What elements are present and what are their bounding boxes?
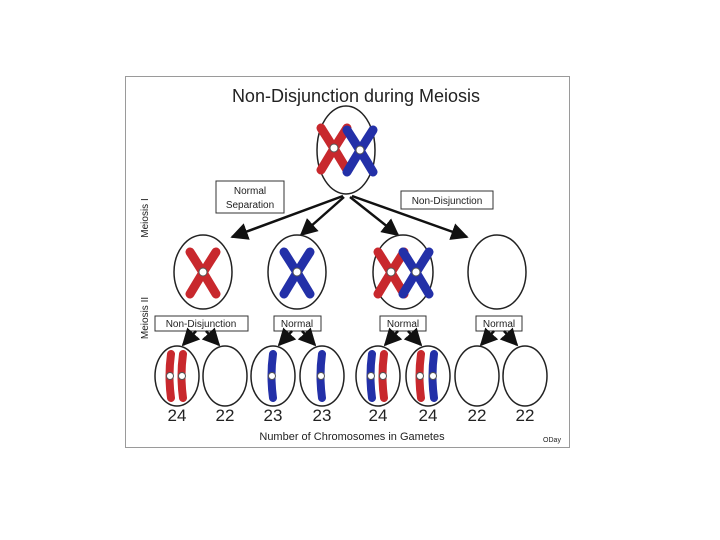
gamete-count-1: 24: [168, 406, 187, 425]
gamete-count-2: 22: [216, 406, 235, 425]
gamete-cell-3: [250, 345, 296, 407]
gamete-cell-7: [454, 345, 500, 407]
meiosis-2-label: Meiosis II: [140, 297, 151, 339]
meiosis-2-box-1: Non-Disjunction: [154, 315, 249, 332]
meiosis-2-label-3: Normal: [387, 319, 419, 330]
diagram-title: Non-Disjunction during Meiosis: [232, 86, 480, 106]
gamete-cell-5: [355, 345, 401, 407]
meiosis-2-label-4: Normal: [483, 319, 515, 330]
gamete-cell-2: [202, 345, 248, 407]
gamete-cell-6: [405, 345, 451, 407]
gamete-count-8: 22: [516, 406, 535, 425]
gamete-count-5: 24: [369, 406, 388, 425]
daughter-cell-4: [467, 234, 527, 310]
gamete-cell-8: [502, 345, 548, 407]
credit-label: ODay: [543, 437, 561, 444]
gamete-count-4: 23: [313, 406, 332, 425]
daughter-cell-3: [372, 234, 434, 310]
non-disjunction-label-1: Non-Disjunction: [412, 196, 483, 207]
normal-separation-label-1: Normal: [234, 186, 266, 197]
meiosis-1-label: Meiosis I: [140, 198, 151, 237]
normal-separation-label-2: Separation: [226, 200, 274, 211]
parent-cell: [316, 105, 375, 195]
meiosis-2-label-2: Normal: [281, 319, 313, 330]
daughter-cell-1: [173, 234, 233, 310]
gamete-count-6: 24: [419, 406, 438, 425]
non-disjunction-box-1: Non-Disjunction: [400, 190, 494, 210]
gamete-count-7: 22: [468, 406, 487, 425]
normal-separation-box: Normal Separation: [215, 180, 285, 214]
meiosis-2-box-2: Normal: [273, 315, 322, 332]
meiosis-1-arrows: [230, 194, 469, 240]
meiosis-2-arrows: [181, 327, 519, 347]
daughter-cell-2: [267, 234, 327, 310]
meiosis-2-box-3: Normal: [379, 315, 427, 332]
gamete-count-3: 23: [264, 406, 283, 425]
gamete-cell-4: [299, 345, 345, 407]
meiosis-2-label-1: Non-Disjunction: [166, 319, 237, 330]
meiosis-2-box-4: Normal: [475, 315, 523, 332]
gamete-cell-1: [154, 345, 200, 407]
footer-caption: Number of Chromosomes in Gametes: [259, 431, 445, 443]
